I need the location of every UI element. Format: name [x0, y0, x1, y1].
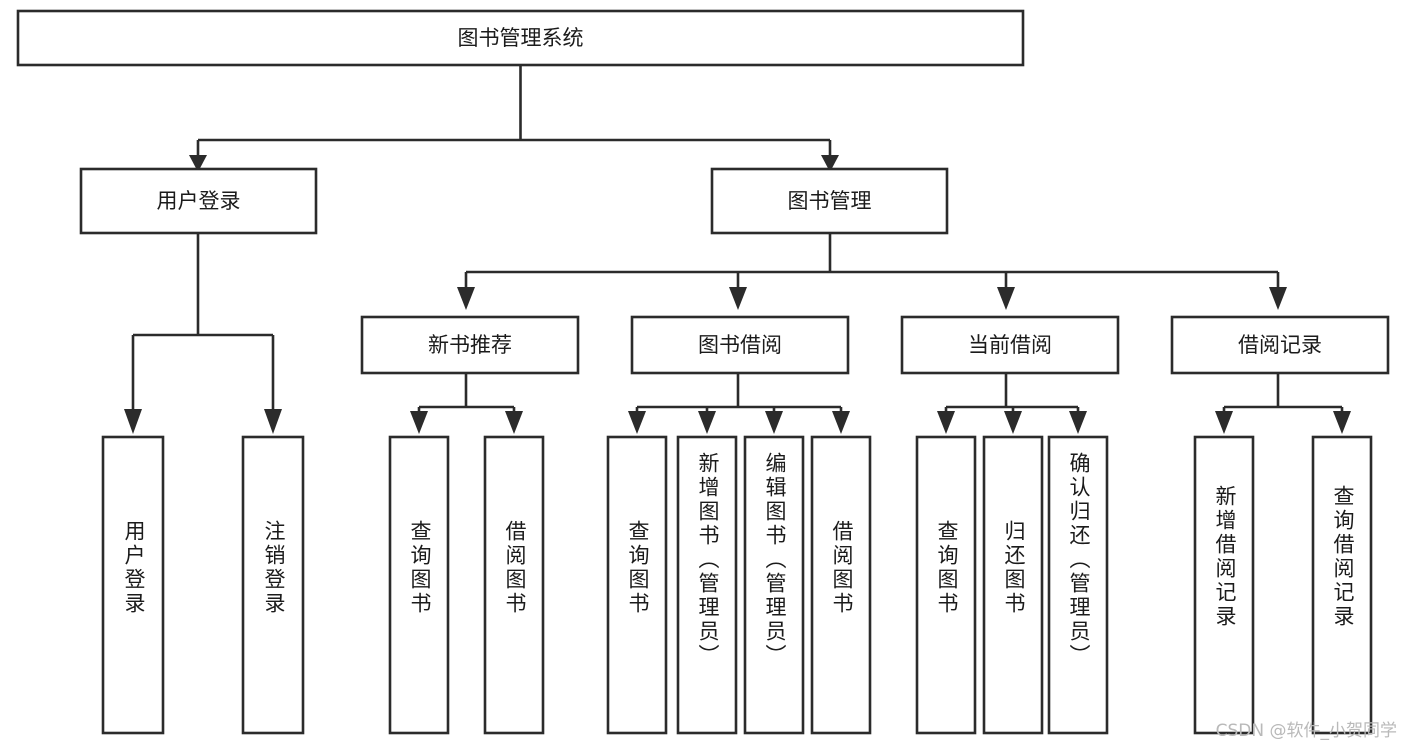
node-user-login[interactable]: 用户登录 — [79, 167, 318, 235]
node-label: 查询借阅记录 — [1331, 485, 1355, 629]
node-label: 图书借阅 — [698, 333, 782, 357]
arrowhead-br-query — [1333, 411, 1351, 434]
node-box — [101, 435, 165, 735]
leaf-bb-borrow-book[interactable]: 借阅图书 — [810, 435, 872, 735]
leaf-bb-add-book-admin[interactable]: 新增图书（管理员） — [676, 435, 738, 735]
arrowhead-book-mgmt — [821, 155, 839, 172]
node-box — [79, 167, 318, 235]
leaf-user-login[interactable]: 用户登录 — [101, 435, 165, 735]
node-box — [630, 315, 850, 375]
node-box — [1170, 315, 1390, 375]
arrowhead-user-login — [189, 155, 207, 172]
node-box — [810, 435, 872, 735]
node-book-management[interactable]: 图书管理 — [710, 167, 949, 235]
arrowhead-rec-query — [410, 411, 428, 434]
node-label: 编辑图书（管理员） — [763, 452, 787, 668]
node-book-borrow[interactable]: 图书借阅 — [630, 315, 850, 375]
leaf-user-logout[interactable]: 注销登录 — [241, 435, 305, 735]
node-label: 确认归还（管理员） — [1067, 452, 1091, 668]
node-box — [982, 435, 1044, 735]
arrowhead-bb-query — [628, 411, 646, 434]
edges-layer — [124, 65, 1351, 434]
node-new-book-recommendation[interactable]: 新书推荐 — [360, 315, 580, 375]
node-box — [743, 435, 805, 735]
node-label: 图书管理 — [788, 189, 872, 213]
node-box — [1193, 435, 1255, 735]
arrowhead-bb-borrow — [832, 411, 850, 434]
node-root-book-management-system[interactable]: 图书管理系统 — [16, 9, 1025, 67]
arrowhead-leaf-user-login — [124, 409, 142, 434]
arrowhead-new-book-rec — [457, 287, 475, 310]
node-label: 用户登录 — [122, 520, 146, 616]
node-label: 借阅图书 — [830, 520, 854, 616]
arrowhead-current-borrow — [997, 287, 1015, 310]
leaf-rec-borrow-book[interactable]: 借阅图书 — [483, 435, 545, 735]
node-box — [900, 315, 1120, 375]
leaf-br-add-record[interactable]: 新增借阅记录 — [1193, 435, 1255, 735]
node-label: 查询图书 — [935, 520, 959, 616]
node-label: 当前借阅 — [968, 333, 1052, 357]
leaf-br-query-record[interactable]: 查询借阅记录 — [1311, 435, 1373, 735]
leaf-bb-query-book[interactable]: 查询图书 — [606, 435, 668, 735]
watermark: CSDN @软件_小贺同学 — [1215, 721, 1397, 741]
arrowhead-cb-query — [937, 411, 955, 434]
node-box — [1047, 435, 1109, 735]
nodes-layer: 图书管理系统 用户登录 图书管理 新书推荐 图书借阅 — [16, 9, 1390, 735]
node-box — [606, 435, 668, 735]
node-box — [710, 167, 949, 235]
node-label: 新书推荐 — [428, 333, 512, 357]
arrowhead-book-borrow — [729, 287, 747, 310]
node-box — [915, 435, 977, 735]
node-box — [241, 435, 305, 735]
node-label: 归还图书 — [1002, 520, 1026, 616]
leaf-rec-query-book[interactable]: 查询图书 — [388, 435, 450, 735]
arrowhead-bb-edit — [765, 411, 783, 434]
arrowhead-borrow-record — [1269, 287, 1287, 310]
node-label: 新增图书（管理员） — [696, 452, 720, 668]
node-label: 新增借阅记录 — [1213, 485, 1237, 629]
arrowhead-cb-return — [1004, 411, 1022, 434]
node-borrow-record[interactable]: 借阅记录 — [1170, 315, 1390, 375]
arrowhead-rec-borrow — [505, 411, 523, 434]
node-label: 用户登录 — [157, 189, 241, 213]
leaf-cb-query-book[interactable]: 查询图书 — [915, 435, 977, 735]
node-box — [676, 435, 738, 735]
arrowhead-br-add — [1215, 411, 1233, 434]
node-label: 查询图书 — [408, 520, 432, 616]
node-box — [483, 435, 545, 735]
arrowhead-leaf-user-logout — [264, 409, 282, 434]
node-label: 注销登录 — [262, 520, 286, 616]
node-box — [360, 315, 580, 375]
node-box — [16, 9, 1025, 67]
node-label: 借阅记录 — [1238, 333, 1322, 357]
node-label: 图书管理系统 — [458, 26, 584, 50]
leaf-cb-return-book[interactable]: 归还图书 — [982, 435, 1044, 735]
node-label: 借阅图书 — [503, 520, 527, 616]
node-box — [388, 435, 450, 735]
node-current-borrow[interactable]: 当前借阅 — [900, 315, 1120, 375]
node-label: 查询图书 — [626, 520, 650, 616]
arrowhead-cb-confirm — [1069, 411, 1087, 434]
leaf-cb-confirm-return-admin[interactable]: 确认归还（管理员） — [1047, 435, 1109, 735]
node-box — [1311, 435, 1373, 735]
leaf-bb-edit-book-admin[interactable]: 编辑图书（管理员） — [743, 435, 805, 735]
arrowhead-bb-add — [698, 411, 716, 434]
